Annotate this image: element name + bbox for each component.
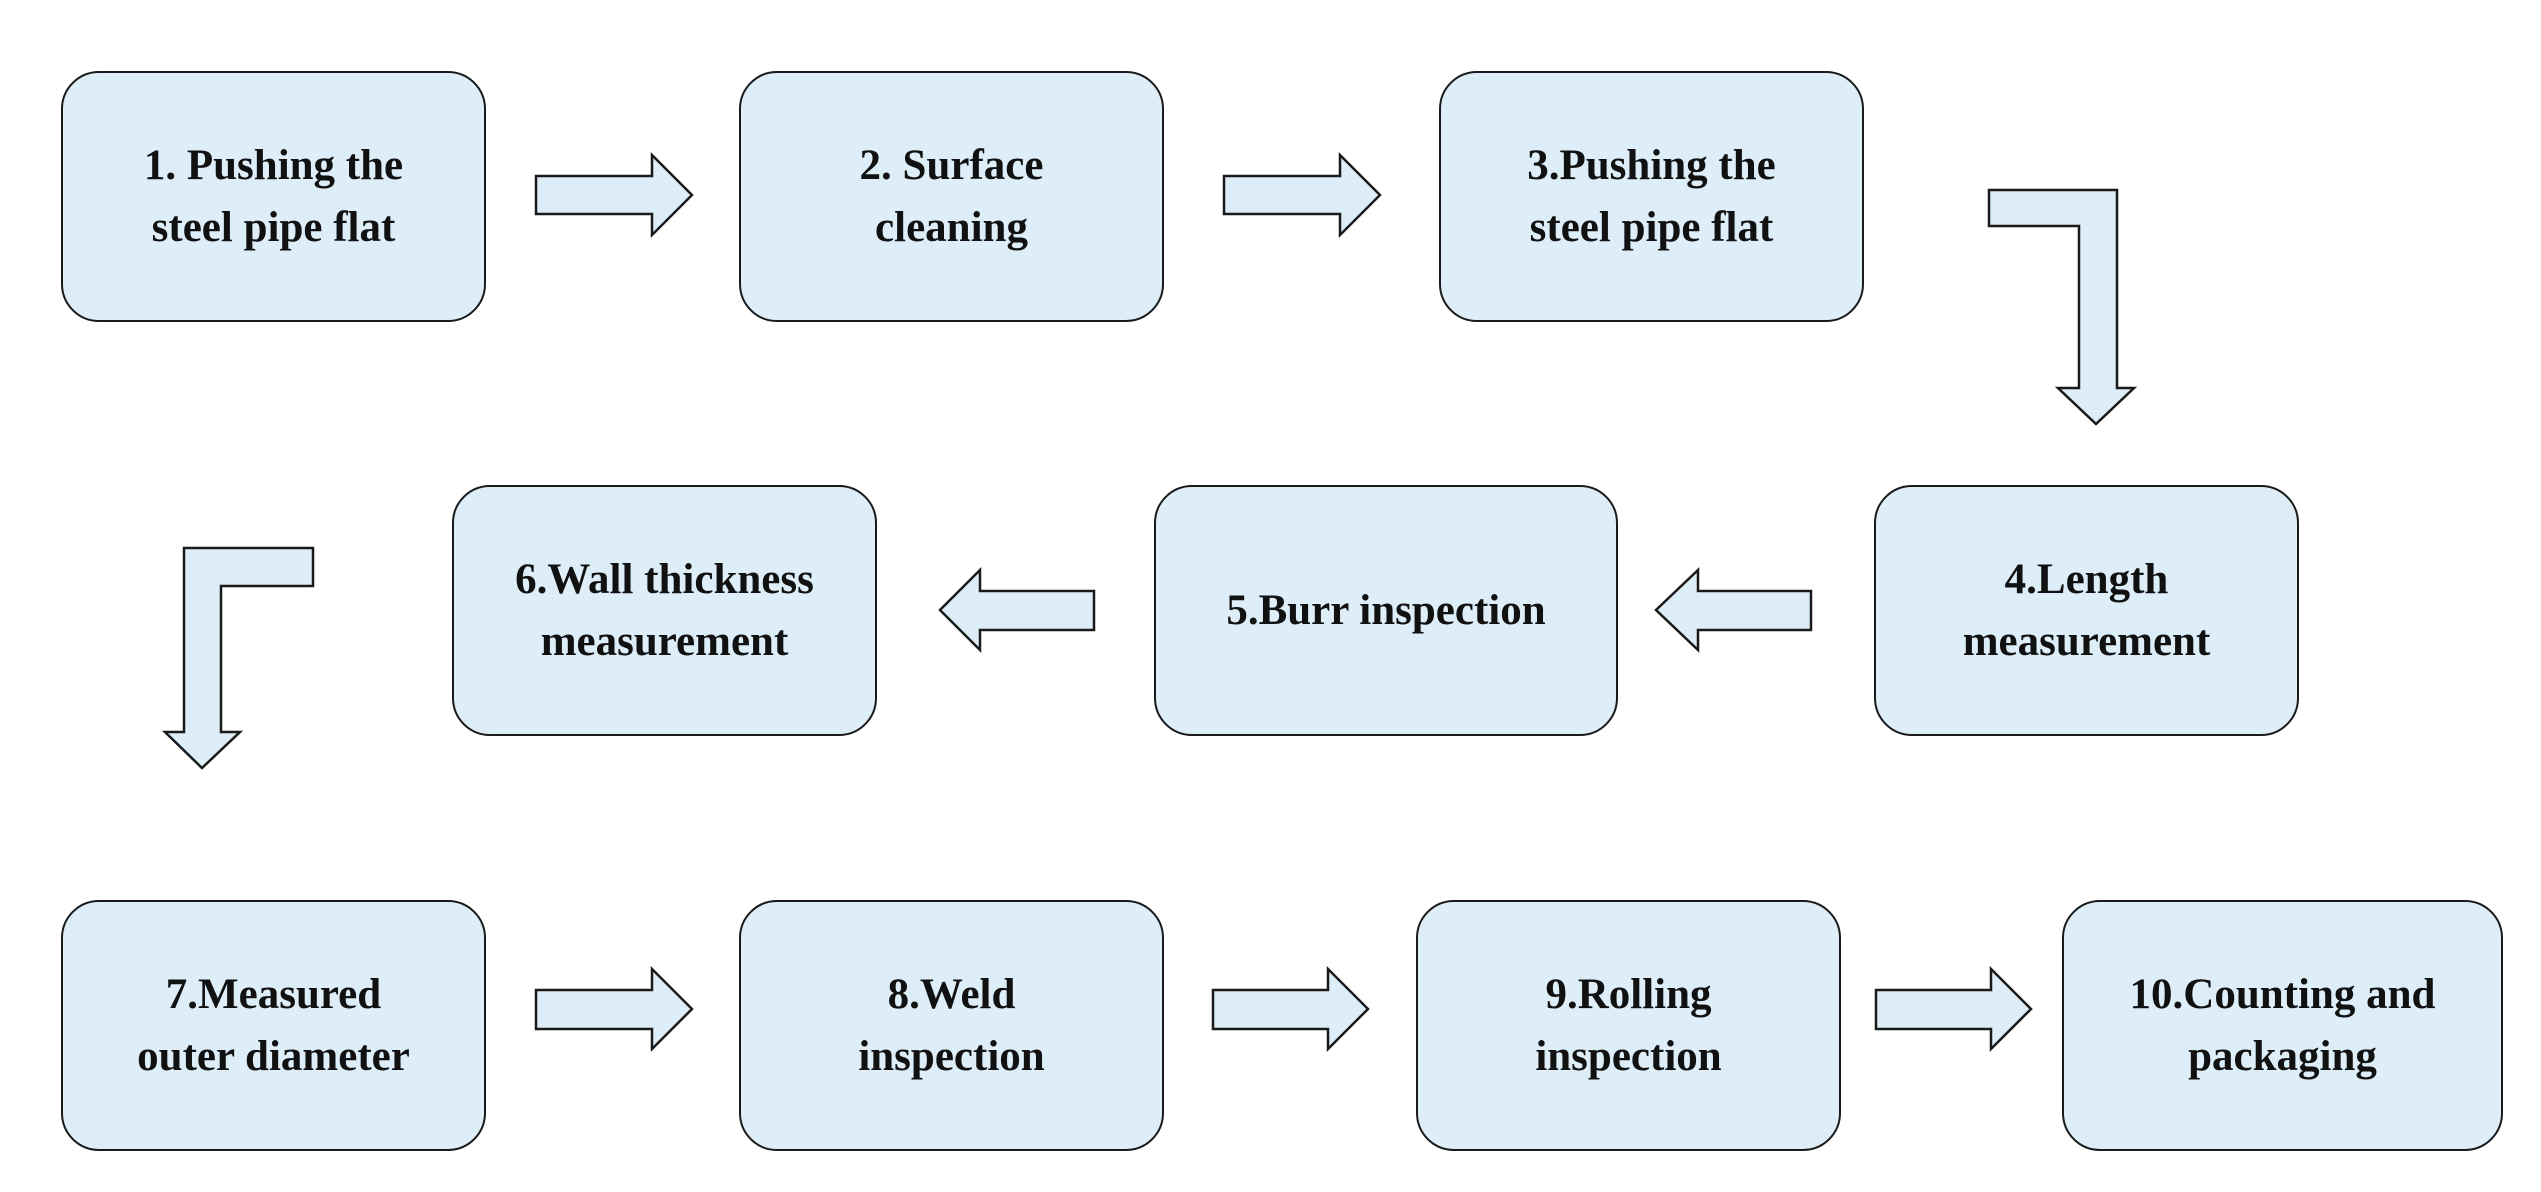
step-6-label: 6.Wall thickness measurement: [515, 555, 814, 665]
step-10-label: 10.Counting and packaging: [2129, 970, 2436, 1080]
step-6-box: 6.Wall thickness measurement: [452, 485, 877, 736]
arrow-4-to-5: [1654, 567, 1813, 653]
arrow-3-to-4: [1987, 188, 2138, 426]
step-8-box: 8.Weld inspection: [739, 900, 1164, 1151]
step-5-label: 5.Burr inspection: [1226, 586, 1546, 634]
step-1-box: 1. Pushing the steel pipe flat: [61, 71, 486, 322]
step-8-label: 8.Weld inspection: [858, 970, 1045, 1080]
step-10-box: 10.Counting and packaging: [2062, 900, 2503, 1151]
step-3-box: 3.Pushing the steel pipe flat: [1439, 71, 1864, 322]
step-1-label: 1. Pushing the steel pipe flat: [143, 141, 404, 251]
arrow-5-to-6: [938, 566, 1096, 654]
step-4-label: 4.Length measurement: [1962, 555, 2211, 665]
arrow-2-to-3: [1222, 151, 1382, 239]
arrow-8-to-9: [1211, 965, 1370, 1053]
step-9-box: 9.Rolling inspection: [1416, 900, 1841, 1151]
arrow-7-to-8: [534, 965, 694, 1053]
step-3-label: 3.Pushing the steel pipe flat: [1527, 141, 1776, 251]
step-9-label: 9.Rolling inspection: [1535, 970, 1722, 1080]
step-2-box: 2. Surface cleaning: [739, 71, 1164, 322]
step-7-label: 7.Measured outer diameter: [137, 970, 410, 1080]
step-5-box: 5.Burr inspection: [1154, 485, 1618, 736]
step-4-box: 4.Length measurement: [1874, 485, 2299, 736]
arrow-1-to-2: [534, 151, 694, 239]
arrow-9-to-10: [1874, 965, 2033, 1053]
step-7-box: 7.Measured outer diameter: [61, 900, 486, 1151]
step-2-label: 2. Surface cleaning: [859, 141, 1044, 251]
arrow-6-to-7: [161, 546, 315, 770]
